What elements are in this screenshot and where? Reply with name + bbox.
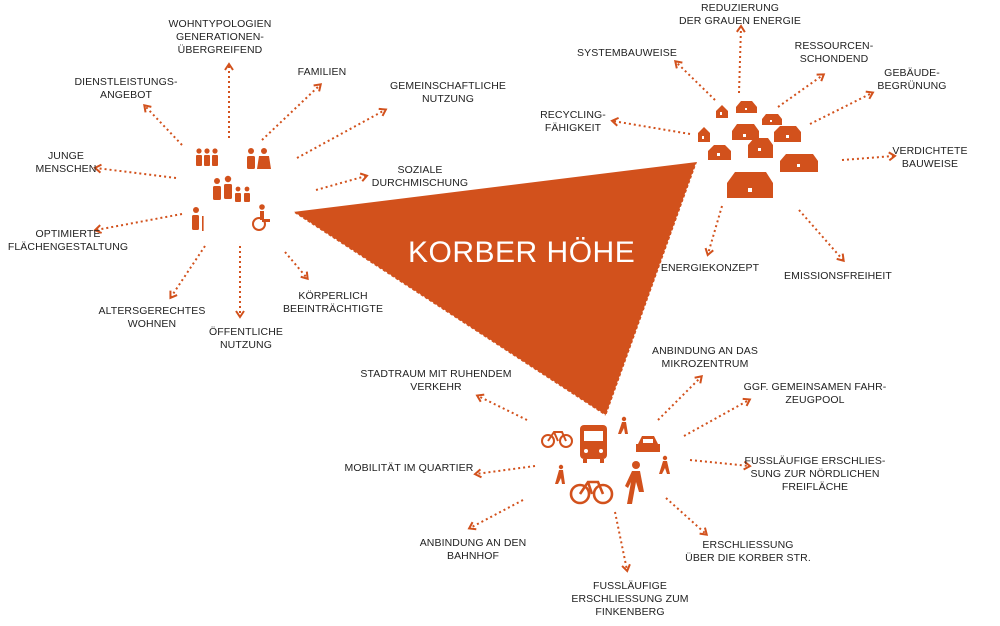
arrow-systembauweise	[673, 60, 716, 101]
label-fussl-nord: FUSSLÄUFIGE ERSCHLIES- SUNG ZUR NÖRDLICH…	[744, 455, 886, 493]
label-alters: ALTERSGERECHTES WOHNEN	[98, 305, 206, 330]
label-stadtraum: STADTRAUM MIT RUHENDEM VERKEHR	[360, 368, 512, 393]
label-recycling: RECYCLING- FÄHIGKEIT	[540, 109, 606, 134]
couple-icon	[247, 148, 271, 169]
label-anbindung-mikro: ANBINDUNG AN DAS MIKROZENTRUM	[651, 345, 759, 370]
arrow-emission	[798, 209, 845, 263]
arrow-mobilitaet	[473, 465, 536, 479]
house-9	[780, 154, 818, 172]
label-optimierte: OPTIMIERTE FLÄCHENGESTALTUNG	[7, 228, 129, 253]
car-icon	[636, 436, 660, 452]
arrow-junge	[93, 163, 177, 179]
house-10	[727, 172, 773, 198]
wheelchair-icon	[252, 204, 270, 231]
arrow-korber-str	[665, 497, 709, 536]
arrow-stadtraum	[475, 393, 528, 421]
bicycle-icon-1	[541, 431, 573, 448]
label-junge: JUNGE MENSCHEN	[35, 150, 97, 175]
label-wohntypologien: WOHNTYPOLOGIEN GENERATIONEN- ÜBERGREIFEN…	[168, 18, 272, 56]
house-3	[762, 114, 782, 125]
label-soziale: SOZIALE DURCHMISCHUNG	[371, 164, 469, 189]
house-6	[774, 126, 801, 142]
arrow-finkenberg	[614, 511, 631, 573]
house-7	[708, 145, 731, 160]
label-reduzierung: REDUZIERUNG DER GRAUEN ENERGIE	[679, 2, 801, 27]
label-finkenberg: FUSSLÄUFIGE ERSCHLIESSUNG ZUM FINKENBERG	[571, 580, 689, 618]
pedestrian-icon-right	[659, 455, 670, 474]
house-5	[732, 124, 759, 140]
house-2	[736, 101, 757, 113]
label-dienstleistungs: DIENSTLEISTUNGS- ANGEBOT	[74, 76, 178, 101]
bus-icon	[580, 425, 607, 463]
arrow-ressourcen	[777, 73, 826, 108]
arrow-gemeinschaftliche	[296, 107, 388, 159]
label-gebaeude: GEBÄUDE- BEGRÜNUNG	[877, 67, 947, 92]
arrow-anbindung-mikro	[657, 375, 703, 421]
label-ressourcen: RESSOURCEN- SCHONDEND	[794, 40, 874, 65]
mobility-arrows	[467, 375, 752, 573]
label-familien: FAMILIEN	[297, 66, 347, 78]
label-gemeinschaftliche: GEMEINSCHAFTLICHE NUTZUNG	[389, 80, 507, 105]
arrow-recycling	[610, 116, 691, 135]
social-arrows	[93, 62, 388, 319]
pedestrian-icon-large	[625, 461, 644, 504]
label-fahrzeugpool: GGF. GEMEINSAMEN FAHR- ZEUGPOOL	[743, 381, 887, 406]
family-icon-2	[213, 175, 250, 202]
label-systembauweise: SYSTEMBAUWEISE	[576, 47, 678, 59]
pedestrian-icon-left	[555, 464, 565, 484]
triangle-dotted-edge	[292, 211, 607, 417]
elderly-person-icon	[192, 207, 204, 231]
label-mobilitaet: MOBILITÄT IM QUARTIER	[344, 462, 474, 474]
arrow-bahnhof	[467, 499, 524, 531]
arrow-dienstleistungs	[143, 103, 183, 146]
label-emission: EMISSIONSFREIHEIT	[784, 270, 892, 282]
house-1	[716, 105, 728, 118]
label-energie: ENERGIEKONZEPT	[660, 262, 760, 274]
arrow-fussl-nord	[689, 459, 752, 471]
label-korber-str: ERSCHLIESSUNG ÜBER DIE KORBER STR.	[685, 539, 811, 564]
pedestrian-icon-small	[618, 416, 628, 434]
house-4	[698, 127, 710, 142]
arrow-fahrzeugpool	[683, 397, 752, 437]
arrow-energie	[704, 205, 723, 257]
label-bahnhof: ANBINDUNG AN DEN BAHNHOF	[419, 537, 527, 562]
arrow-alters	[169, 245, 206, 300]
label-oeffentliche: ÖFFENTLICHE NUTZUNG	[208, 326, 284, 351]
family-icon-1	[196, 148, 218, 166]
people-icon-group	[192, 148, 271, 231]
arrow-reduzierung	[736, 24, 746, 94]
arrow-familien	[261, 83, 323, 141]
houses-icon-group	[698, 101, 818, 198]
label-verdichtete: VERDICHTETE BAUWEISE	[892, 145, 968, 170]
arrow-koerperlich	[284, 251, 309, 281]
building-arrows	[610, 24, 897, 263]
title-korber-hoehe: KORBER HÖHE	[408, 236, 636, 269]
korber-hoehe-triangle	[293, 162, 697, 416]
bicycle-icon-2	[569, 480, 614, 505]
arrow-gebaeude	[809, 90, 875, 125]
label-koerperlich: KÖRPERLICH BEEINTRÄCHTIGTE	[282, 290, 384, 315]
mobility-icon-group	[541, 416, 670, 505]
arrow-verdichtete	[841, 151, 897, 162]
arrow-soziale	[315, 172, 369, 191]
